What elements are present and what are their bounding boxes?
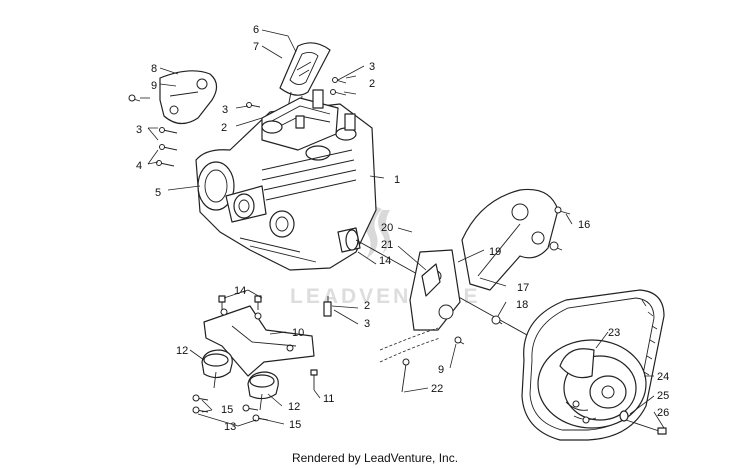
callout-11: 11: [323, 393, 334, 405]
engine-block: [195, 89, 591, 371]
callout-8: 8: [151, 63, 157, 75]
callout-26: 26: [657, 407, 669, 419]
callout-16: 16: [578, 219, 590, 231]
callout-20: 20: [381, 222, 393, 234]
callout-12-right: 12: [288, 401, 300, 413]
callout-3-lower: 3: [364, 318, 370, 330]
upper-engine-bracket: [159, 70, 218, 125]
callout-2-lower: 2: [364, 300, 370, 312]
callout-4: 4: [136, 160, 142, 172]
callout-9-upper: 9: [151, 80, 157, 92]
callout-15-right: 15: [289, 419, 301, 431]
chaincase-mount-plate: [409, 249, 461, 331]
callout-7: 7: [253, 41, 259, 53]
callout-18: 18: [516, 299, 528, 311]
callout-19: 19: [489, 246, 501, 258]
callout-12-left: 12: [176, 345, 188, 357]
callout-labels: 1 2 2 2 3 3 3 3 4 5 6 7 8 9 9 10 11 12 1…: [136, 24, 669, 433]
loose-bolts-right: [323, 206, 571, 393]
callout-14-left: 14: [234, 285, 246, 297]
callout-3-top: 3: [369, 61, 375, 73]
callout-2-left: 2: [221, 122, 227, 134]
callout-22: 22: [431, 383, 443, 395]
rubber-mount-right: [247, 371, 279, 411]
drive-clutch: [537, 339, 647, 429]
leader-lines: [140, 29, 665, 429]
callout-10: 10: [292, 327, 304, 339]
rear-engine-mount: [461, 188, 559, 291]
callout-3-left: 3: [136, 124, 142, 136]
callout-25: 25: [657, 390, 669, 402]
callout-6: 6: [253, 24, 259, 36]
callout-2-top: 2: [369, 78, 375, 90]
rubber-mount-left: [201, 349, 233, 389]
callout-1: 1: [394, 174, 400, 186]
loose-bolts-upper: [128, 77, 347, 167]
callout-5: 5: [155, 187, 161, 199]
hidden-contour-line: [379, 327, 441, 363]
clutch-bolt: [619, 410, 667, 435]
callout-14-right: 14: [379, 255, 391, 267]
callout-17: 17: [517, 282, 529, 294]
callout-3-mid: 3: [222, 104, 228, 116]
footer-credit: Rendered by LeadVenture, Inc.: [291, 451, 459, 465]
callout-23: 23: [608, 327, 620, 339]
callout-24: 24: [657, 371, 669, 383]
callout-15-left: 15: [221, 404, 233, 416]
lower-engine-bracket: [203, 305, 315, 377]
mount-bolts-lower: [192, 394, 269, 422]
callout-21: 21: [381, 239, 393, 251]
callout-13: 13: [224, 421, 236, 433]
callout-9-lower: 9: [438, 364, 444, 376]
mount-studs: [218, 295, 318, 390]
